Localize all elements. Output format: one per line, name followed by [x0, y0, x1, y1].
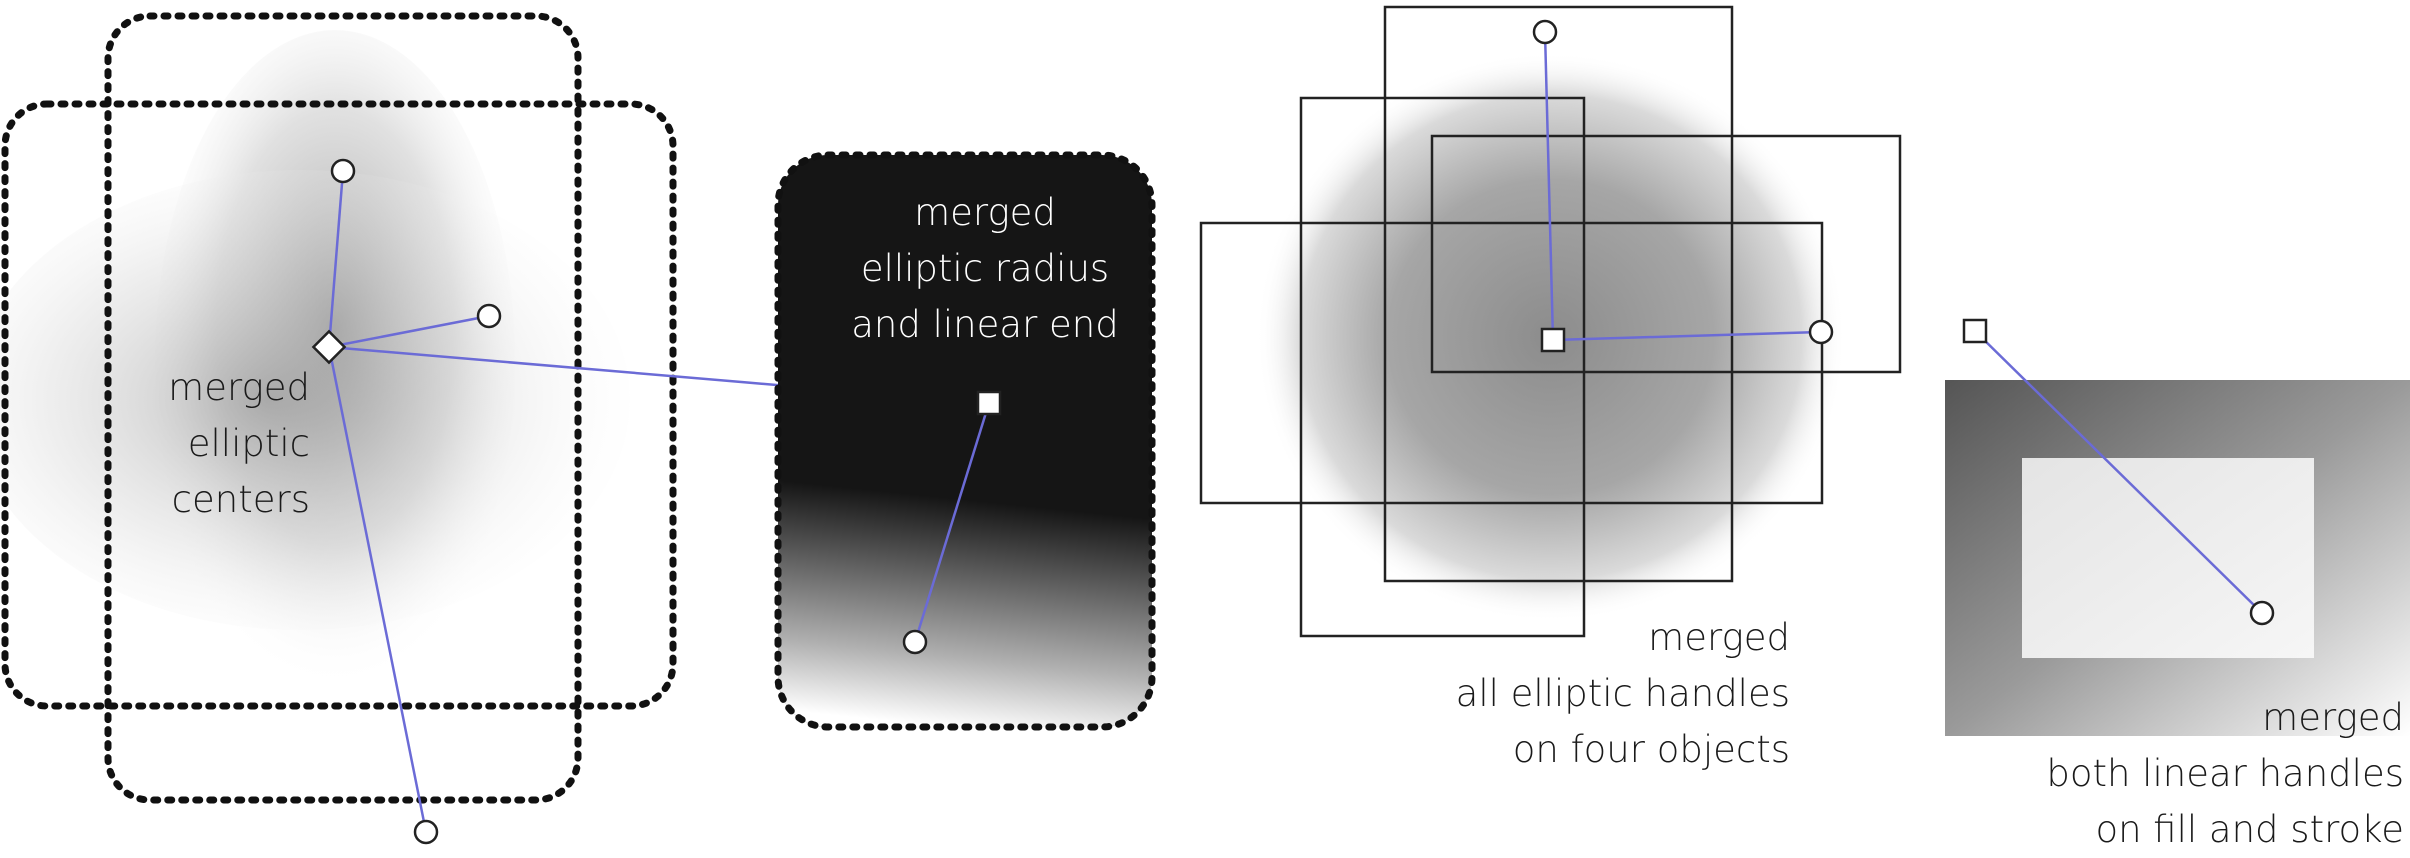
caption-line: on four objects [1512, 728, 1790, 771]
radius-handle-icon[interactable] [1808, 319, 1834, 345]
object-rect-4 [1199, 221, 1824, 505]
dotted-object-outline-wide [1, 100, 677, 710]
panel-both-linear [1945, 318, 2410, 736]
panel-radius-linear-end [774, 151, 1156, 731]
merged-center-square-icon[interactable] [1540, 327, 1566, 353]
linear-start-handle-icon[interactable] [902, 629, 928, 655]
caption-line: on fill and stroke [2095, 808, 2404, 851]
fill-gradient-inner [2022, 458, 2314, 658]
caption-line: elliptic radius [860, 247, 1110, 290]
caption-line: both linear handles [2046, 752, 2404, 795]
caption-line: elliptic [187, 422, 310, 465]
caption-line: and linear end [851, 303, 1119, 346]
object-rect-3 [1430, 134, 1902, 374]
merged-radius-linear-end-square-icon[interactable] [976, 390, 1002, 416]
panel-all-elliptic [1199, 5, 1902, 638]
merged-linear-start-square-icon[interactable] [1962, 318, 1988, 344]
caption-line: all elliptic handles [1455, 672, 1790, 715]
caption-radius-linear-end: merged elliptic radius and linear end [800, 185, 1170, 353]
linear-gradient-band [778, 360, 1152, 727]
caption-line: merged [168, 366, 310, 409]
dotted-object-outline-tall [104, 12, 582, 804]
caption-line: centers [171, 478, 310, 521]
caption-both-linear: merged both linear handles on fill and s… [1990, 690, 2404, 858]
caption-line: merged [1648, 616, 1790, 659]
radius-handle-icon[interactable] [476, 303, 502, 329]
radius-handle-icon[interactable] [330, 158, 356, 184]
caption-all-elliptic: merged all elliptic handles on four obje… [1380, 610, 1790, 778]
radius-handle-icon[interactable] [413, 819, 439, 845]
panel-elliptic-centers [0, 12, 990, 845]
caption-elliptic-centers: merged elliptic centers [100, 360, 310, 528]
object-rect-2 [1299, 96, 1586, 638]
dotted-object-outline [774, 151, 1156, 731]
merged-center-diamond-icon[interactable] [311, 329, 347, 365]
linear-end-handle-icon[interactable] [2249, 600, 2275, 626]
caption-line: merged [914, 191, 1056, 234]
caption-line: merged [2262, 696, 2404, 739]
elliptic-gradient-fill-b [0, 170, 630, 630]
radius-handle-icon[interactable] [1532, 19, 1558, 45]
object-rect-1 [1383, 5, 1734, 583]
